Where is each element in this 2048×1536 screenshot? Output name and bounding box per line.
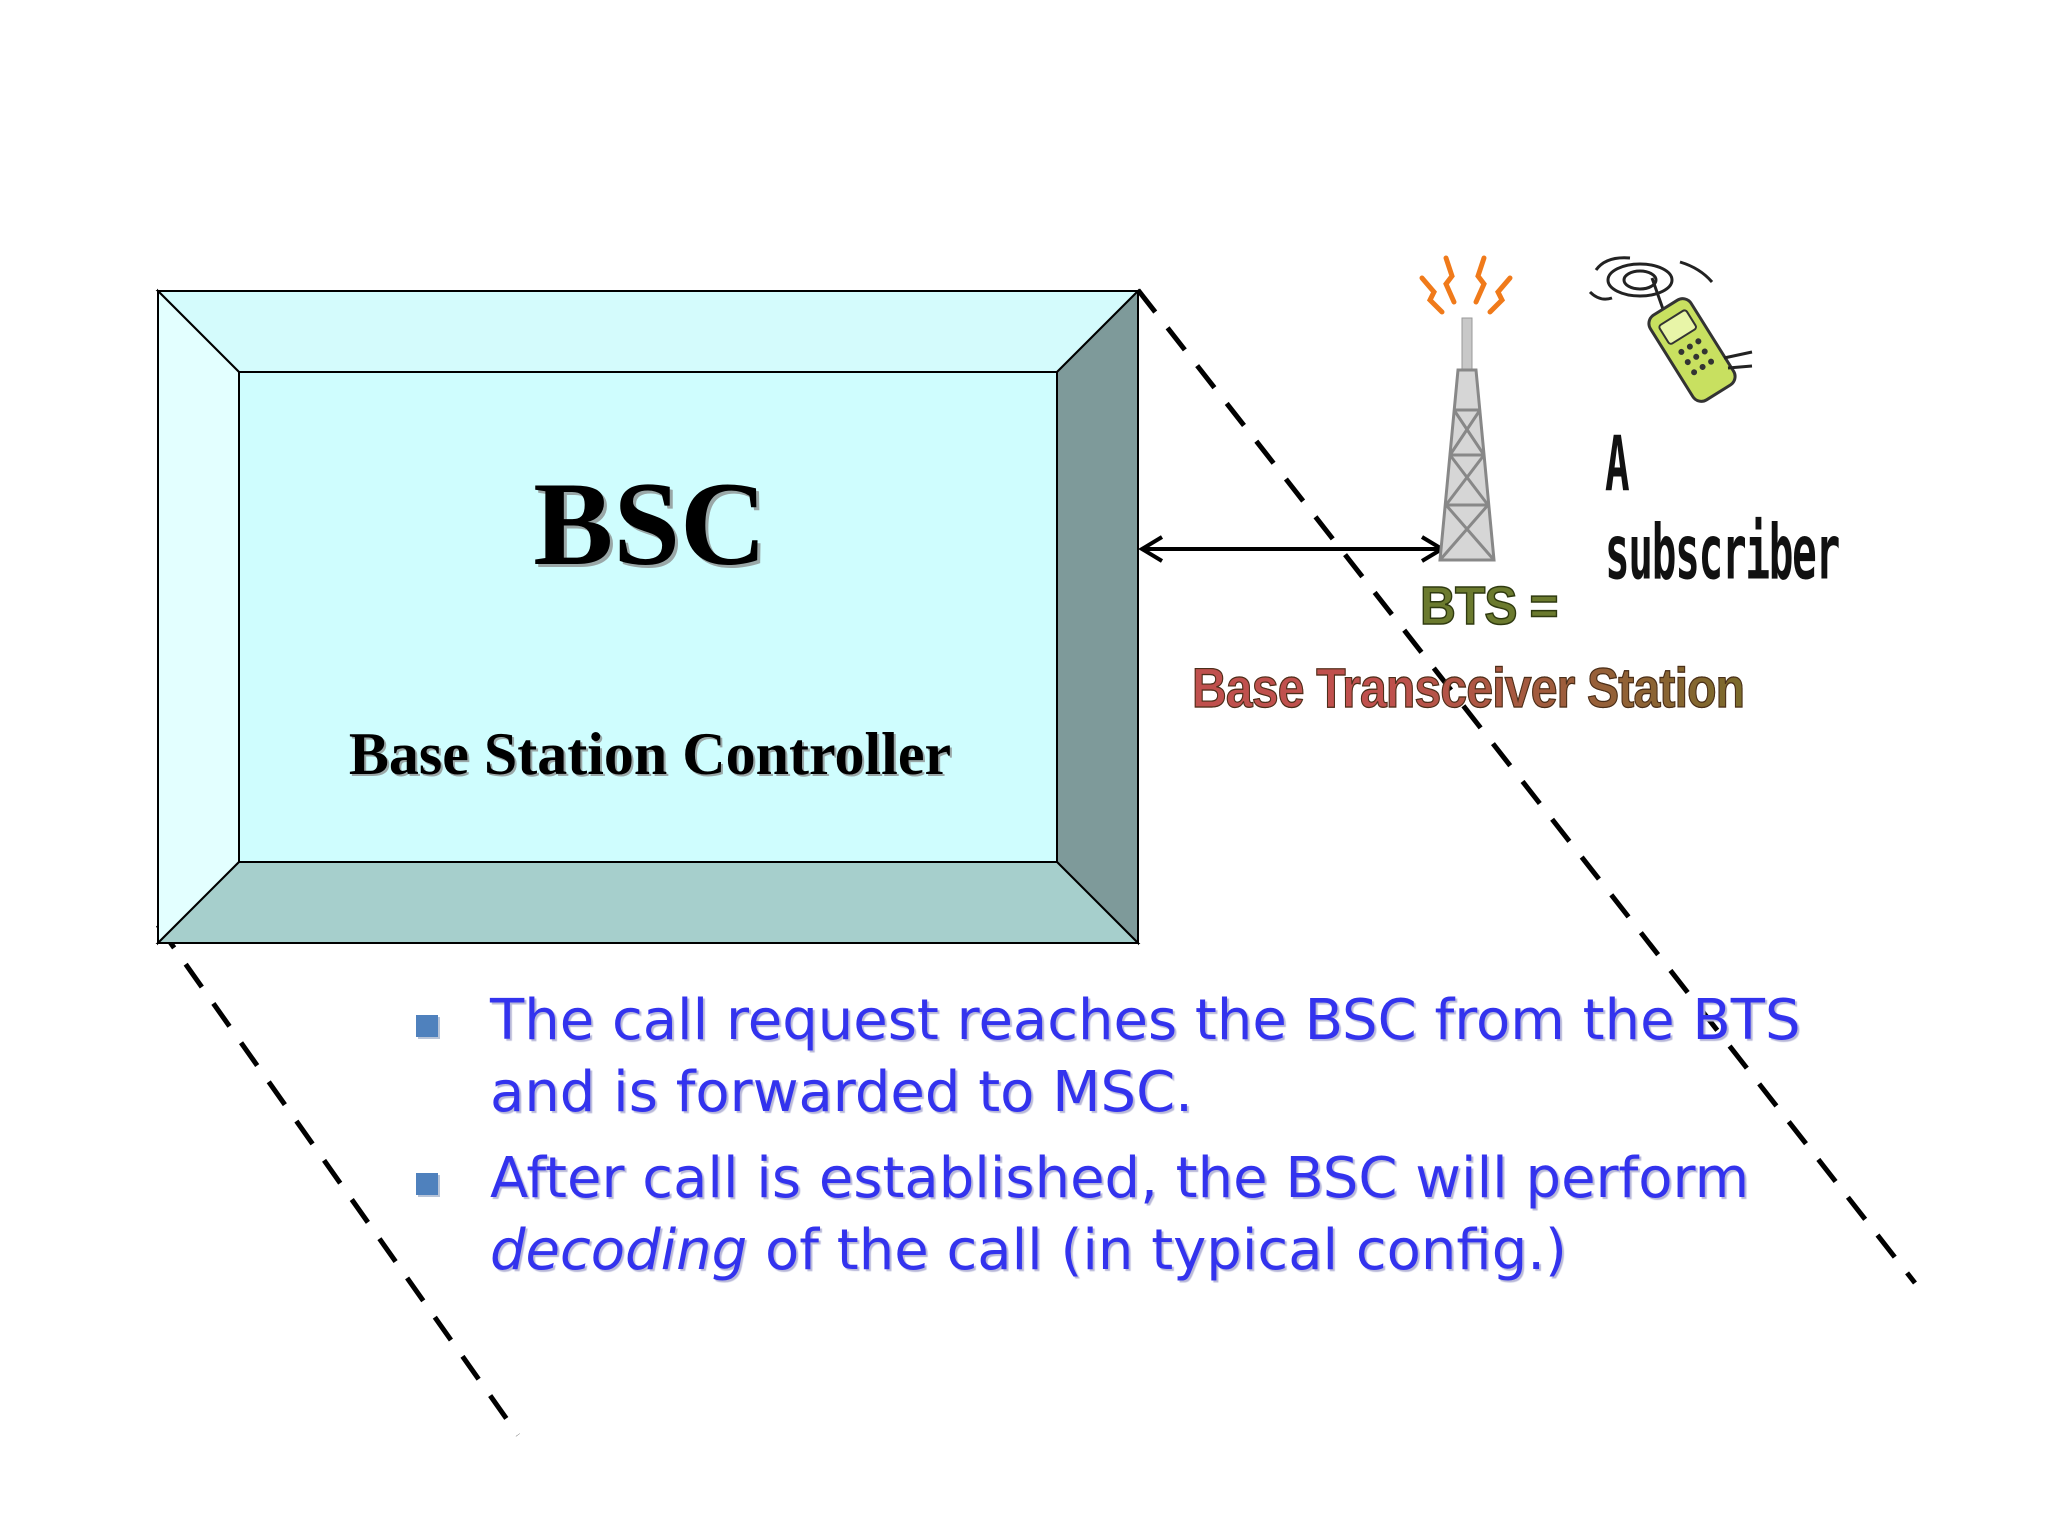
bsc-bevel-left (157, 288, 240, 946)
signal-waves-icon (1419, 255, 1513, 315)
dashed-projection-line-left (155, 923, 521, 1437)
dashed-projection-line-right (1136, 288, 1917, 1285)
bullet-item: After call is established, the BSC will … (410, 1143, 1910, 1287)
bullet-list: The call request reaches the BSC from th… (410, 985, 1910, 1301)
bts-full-name-label: Base Transceiver Station (1191, 655, 1745, 719)
bullet-emphasis-text: decoding (490, 1218, 748, 1283)
bullet-text: of the call (in typical config.) (747, 1218, 1567, 1283)
bullet-marker-icon (416, 1015, 438, 1037)
bsc-bevel-bottom (155, 861, 1141, 944)
bullet-text: After call is established, the BSC will … (490, 1146, 1750, 1211)
bsc-title: BSC (533, 457, 767, 590)
bts-abbrev-label: BTS = (1419, 575, 1559, 637)
tower-icon (1438, 317, 1496, 562)
bullet-text: The call request reaches the BSC from th… (490, 988, 1801, 1125)
bsc-bevel-top (155, 290, 1141, 373)
bullet-item: The call request reaches the BSC from th… (410, 985, 1910, 1129)
bsc-box (155, 288, 1141, 946)
phone-icon (1588, 256, 1753, 403)
bsc-face (238, 371, 1058, 863)
bsc-subtitle: Base Station Controller (348, 721, 952, 787)
bsc-bevel-right (1056, 288, 1139, 946)
bsc-bts-link-arrow (1138, 535, 1446, 563)
bullet-marker-icon (416, 1173, 438, 1195)
subscriber-label: A subscriber (1605, 420, 1840, 598)
